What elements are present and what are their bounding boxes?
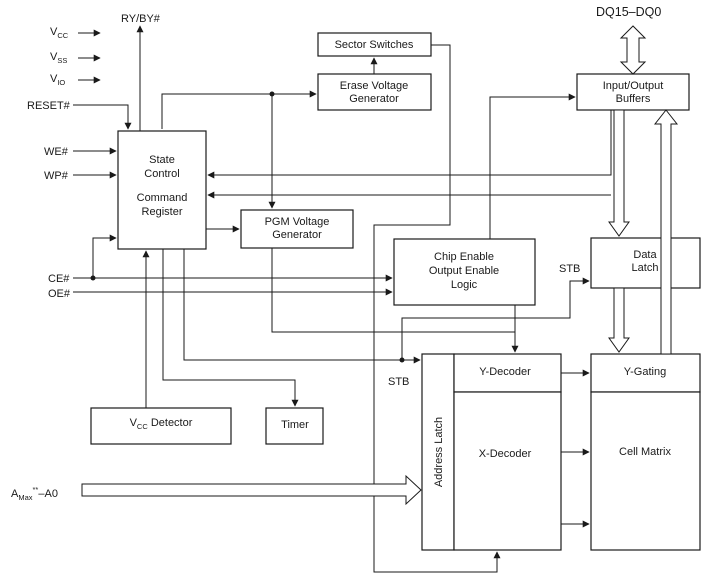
junction-dot [399, 357, 405, 363]
y-decoder-block: Y-Decoder [453, 353, 562, 393]
svg-text:Generator: Generator [349, 93, 399, 105]
ce-label: CE# [48, 273, 70, 285]
io-to-control-wire [207, 110, 612, 179]
svg-text:Address Latch: Address Latch [433, 417, 445, 487]
dq-bus-arrow [619, 25, 647, 75]
svg-text:AMax**–A0: AMax**–A0 [11, 485, 58, 502]
vcc-detector-block: VCC Detector [90, 407, 232, 445]
ygating-to-io-bus [653, 109, 679, 355]
svg-text:Chip Enable: Chip Enable [434, 251, 494, 263]
svg-text:Y-Gating: Y-Gating [624, 366, 666, 378]
io-to-latch-bus [608, 109, 630, 237]
svg-text:Logic: Logic [451, 279, 478, 291]
stb-address-label: STB [388, 376, 409, 388]
we-label: WE# [44, 146, 69, 158]
pgm-output-wire [271, 248, 515, 333]
vio-label: VIO [50, 73, 65, 87]
data-latch-block: Data Latch [590, 237, 701, 289]
latch-to-ygating-bus [608, 287, 630, 353]
address-latch-block: Address Latch [421, 353, 455, 551]
signal-wires [73, 25, 612, 573]
address-bus-label: AMax**–A0 [11, 485, 58, 502]
svg-text:Input/Output: Input/Output [603, 80, 664, 92]
wp-label: WP# [44, 170, 69, 182]
y-gating-block: Y-Gating [590, 353, 701, 393]
stb-address-wire [183, 249, 421, 364]
svg-text:Erase Voltage: Erase Voltage [340, 80, 409, 92]
vcc-label: VCC [50, 26, 69, 40]
svg-text:Buffers: Buffers [616, 93, 651, 105]
data-buses [81, 25, 679, 506]
svg-text:Timer: Timer [281, 419, 309, 431]
cell-matrix-block: Cell Matrix [590, 391, 701, 551]
sector-switches-block: Sector Switches [317, 32, 432, 57]
timer-wire [162, 249, 299, 407]
pgm-voltage-generator-block: PGM Voltage Generator [240, 209, 354, 249]
chip-enable-logic-block: Chip Enable Output Enable Logic [393, 238, 536, 306]
svg-text:Control: Control [144, 168, 179, 180]
state-control-block: State Control Command Register [117, 130, 207, 250]
svg-text:VSS: VSS [50, 51, 67, 65]
svg-text:Sector Switches: Sector Switches [335, 39, 414, 51]
erase-control-wire [161, 90, 317, 129]
svg-text:VCC Detector: VCC Detector [130, 417, 193, 431]
vss-label: VSS [50, 51, 67, 65]
svg-text:Latch: Latch [632, 262, 659, 274]
address-bus-arrow [81, 474, 422, 506]
ry-by-label: RY/BY# [121, 13, 161, 25]
svg-text:Register: Register [142, 206, 183, 218]
svg-text:State: State [149, 154, 175, 166]
svg-text:X-Decoder: X-Decoder [479, 448, 532, 460]
io-buffers-block: Input/Output Buffers [576, 73, 690, 111]
svg-text:Cell Matrix: Cell Matrix [619, 446, 671, 458]
svg-text:VCC: VCC [50, 26, 69, 40]
erase-voltage-generator-block: Erase Voltage Generator [317, 73, 432, 111]
ce-to-control-wire [92, 234, 117, 278]
svg-text:VIO: VIO [50, 73, 65, 87]
ce-to-io-wire [489, 93, 576, 239]
stb-data-label: STB [559, 263, 580, 275]
stb-data-wire [401, 277, 590, 360]
dq-label: DQ15–DQ0 [596, 5, 661, 19]
timer-block: Timer [265, 407, 324, 445]
svg-text:Output Enable: Output Enable [429, 265, 499, 277]
svg-text:PGM Voltage: PGM Voltage [265, 216, 330, 228]
sector-switch-output-wire [373, 44, 501, 573]
svg-text:Generator: Generator [272, 229, 322, 241]
svg-text:Y-Decoder: Y-Decoder [479, 366, 531, 378]
junction-dot [90, 275, 96, 281]
svg-text:Data: Data [633, 249, 657, 261]
oe-label: OE# [48, 288, 71, 300]
reset-label: RESET# [27, 100, 71, 112]
x-decoder-block: X-Decoder [453, 391, 562, 551]
reset-wire [73, 104, 132, 130]
svg-text:Command: Command [137, 192, 188, 204]
